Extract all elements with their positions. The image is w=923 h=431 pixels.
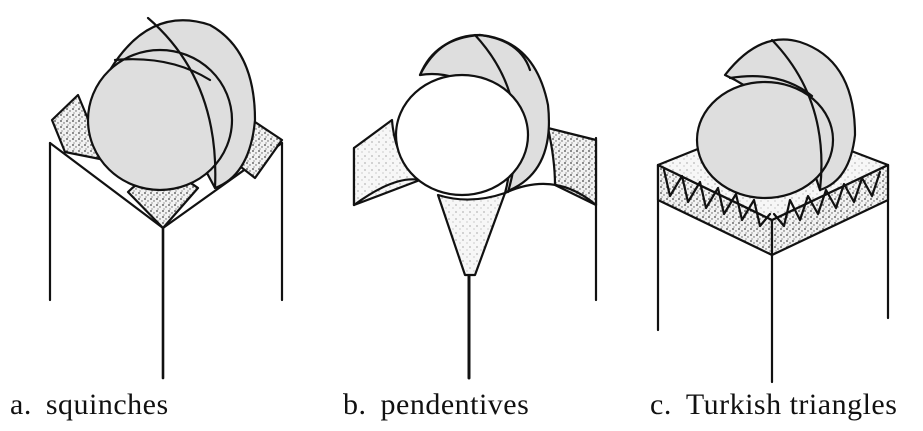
caption-squinches: a. squinches [10,388,169,422]
caption-letter: a. [10,388,32,421]
panel-a-squinches [50,18,282,378]
caption-label: Turkish triangles [686,388,898,421]
caption-pendentives: b. pendentives [343,388,529,422]
dome-front [697,82,833,198]
panel-b-pendentives [354,35,596,378]
caption-label: pendentives [381,388,530,421]
pendentive-right [548,128,596,205]
pendentive-front [438,193,505,275]
caption-label: squinches [46,388,169,421]
panel-c-turkish-triangles [658,39,888,382]
caption-letter: c. [650,388,672,421]
caption-letter: b. [343,388,367,421]
dome-sphere [396,75,528,195]
caption-turkish-triangles: c. Turkish triangles [650,388,897,422]
